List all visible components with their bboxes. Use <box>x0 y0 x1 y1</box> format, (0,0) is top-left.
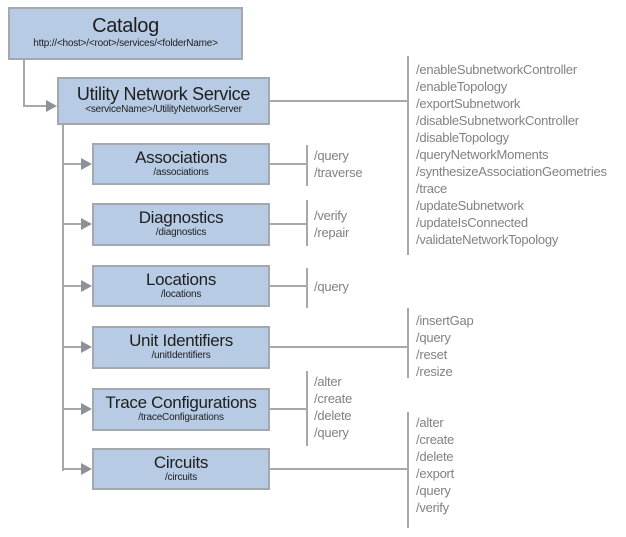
operation-item: /synthesizeAssociationGeometries <box>416 164 607 179</box>
ops-connector-diagnostics <box>270 223 306 225</box>
ops-bar-service <box>407 56 409 255</box>
ops-connector-locations <box>270 285 306 287</box>
operation-item: /create <box>314 391 352 406</box>
operation-item: /validateNetworkTopology <box>416 232 559 247</box>
resource-node-locations: Locations /locations <box>92 265 270 307</box>
ops-bar-associations <box>306 145 308 186</box>
branch-line-associations <box>63 163 81 165</box>
branch-line-unit-identifiers <box>63 346 81 348</box>
resource-node-unit-identifiers: Unit Identifiers /unitIdentifiers <box>92 326 270 369</box>
service-operations-list: /enableSubnetworkController /enableTopol… <box>416 61 607 248</box>
arrowhead-icon <box>81 341 92 353</box>
resource-title: Trace Configurations <box>105 393 257 413</box>
resource-path: /locations <box>160 288 202 300</box>
arrowhead-icon <box>81 280 92 292</box>
branch-line-diagnostics <box>63 223 81 225</box>
resource-title: Diagnostics <box>138 208 224 228</box>
operation-item: /query <box>314 279 349 294</box>
operation-item: /query <box>416 330 451 345</box>
operation-item: /export <box>416 466 454 481</box>
ops-bar-locations <box>306 268 308 308</box>
catalog-node: Catalog http://<host>/<root>/services/<f… <box>8 7 243 60</box>
branch-line-circuits <box>63 468 81 470</box>
ops-connector-service <box>270 100 407 102</box>
service-path: <serviceName>/UtilityNetworkServer <box>85 104 242 116</box>
operation-item: /delete <box>314 408 352 423</box>
operation-item: /verify <box>314 208 347 223</box>
ops-connector-unit-identifiers <box>270 346 407 348</box>
operation-item: /alter <box>416 415 444 430</box>
locations-operations-list: /query <box>314 278 349 295</box>
ops-bar-trace-configurations <box>306 371 308 446</box>
operation-item: /reset <box>416 347 448 362</box>
ops-connector-associations <box>270 163 306 165</box>
operation-item: /enableSubnetworkController <box>416 62 577 77</box>
arrowhead-icon <box>81 218 92 230</box>
operation-item: /alter <box>314 374 342 389</box>
resource-node-associations: Associations /associations <box>92 143 270 185</box>
arrowhead-icon <box>81 463 92 475</box>
connector-catalog-vertical <box>23 59 25 107</box>
arrowhead-icon <box>46 100 57 112</box>
ops-connector-trace-configurations <box>270 408 306 410</box>
operation-item: /delete <box>416 449 454 464</box>
operation-item: /enableTopology <box>416 79 507 94</box>
operation-item: /queryNetworkMoments <box>416 147 549 162</box>
resource-path: /diagnostics <box>155 227 207 239</box>
connector-service-trunk <box>62 125 64 471</box>
ops-connector-circuits <box>270 468 407 470</box>
operation-item: /disableTopology <box>416 130 509 145</box>
operation-item: /disableSubnetworkController <box>416 113 579 128</box>
associations-operations-list: /query /traverse <box>314 147 363 181</box>
ops-bar-circuits <box>407 412 409 528</box>
resource-title: Unit Identifiers <box>129 331 233 351</box>
resource-path: /unitIdentifiers <box>151 350 211 362</box>
trace-configurations-operations-list: /alter /create /delete /query <box>314 373 352 441</box>
ops-bar-diagnostics <box>306 200 308 246</box>
catalog-title: Catalog <box>92 15 159 38</box>
operation-item: /query <box>314 425 349 440</box>
resource-node-trace-configurations: Trace Configurations /traceConfiguration… <box>92 388 270 431</box>
connector-catalog-horizontal <box>23 105 46 107</box>
branch-line-locations <box>63 285 81 287</box>
arrowhead-icon <box>81 158 92 170</box>
operation-item: /resize <box>416 364 453 379</box>
resource-node-circuits: Circuits /circuits <box>92 448 270 490</box>
operation-item: /traverse <box>314 165 363 180</box>
operation-item: /query <box>416 483 451 498</box>
operation-item: /exportSubnetwork <box>416 96 521 111</box>
operation-item: /repair <box>314 225 350 240</box>
operation-item: /verify <box>416 500 449 515</box>
operation-item: /create <box>416 432 454 447</box>
resource-node-diagnostics: Diagnostics /diagnostics <box>92 203 270 246</box>
branch-line-trace-configurations <box>63 408 81 410</box>
arrowhead-icon <box>81 403 92 415</box>
ops-bar-unit-identifiers <box>407 308 409 378</box>
service-title: Utility Network Service <box>76 84 251 105</box>
catalog-url: http://<host>/<root>/services/<folderNam… <box>33 38 218 50</box>
operation-item: /updateSubnetwork <box>416 198 524 213</box>
resource-path: /associations <box>153 166 209 178</box>
circuits-operations-list: /alter /create /delete /export /query /v… <box>416 414 454 516</box>
resource-title: Circuits <box>153 452 209 472</box>
operation-item: /insertGap <box>416 313 474 328</box>
resource-title: Locations <box>145 269 217 289</box>
utility-network-service-node: Utility Network Service <serviceName>/Ut… <box>57 77 270 125</box>
diagnostics-operations-list: /verify /repair <box>314 207 349 241</box>
resource-path: /traceConfigurations <box>138 412 224 424</box>
resource-path: /circuits <box>164 471 198 483</box>
operation-item: /query <box>314 148 349 163</box>
operation-item: /trace <box>416 181 448 196</box>
resource-title: Associations <box>135 147 227 167</box>
operation-item: /updateIsConnected <box>416 215 528 230</box>
unit-identifiers-operations-list: /insertGap /query /reset /resize <box>416 312 474 380</box>
